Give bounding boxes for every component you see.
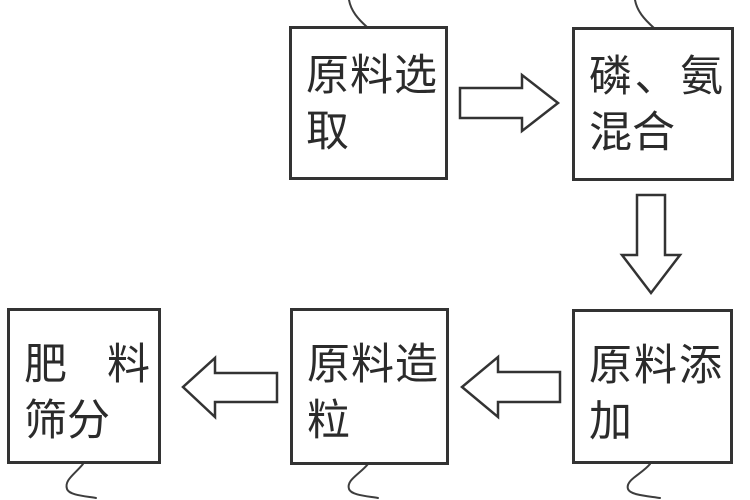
flow-box-phosphorus-ammonia-mixing-label: 磷、氨混合 [589,52,723,158]
leader-squiggle-bottom-middle [347,463,379,499]
flow-box-material-selection: 原料选取 [289,26,448,180]
leader-squiggle-bottom-left [65,463,97,499]
arrow-left-icon-left [181,355,279,420]
leader-squiggle-top-left [348,0,368,28]
flow-box-material-adding-label: 原料添加 [589,341,722,447]
flow-box-material-granulation: 原料造粒 [290,308,449,465]
leader-squiggle-top-right [634,0,655,29]
flow-box-fertilizer-screening-label: 肥料筛分 [24,340,150,446]
flow-box-material-selection-label: 原料选取 [306,51,437,157]
flow-box-phosphorus-ammonia-mixing: 磷、氨混合 [572,27,734,181]
arrow-left-icon-right [460,354,562,420]
flow-box-fertilizer-screening: 肥料筛分 [7,308,161,464]
flow-box-material-granulation-label: 原料造粒 [307,340,438,446]
arrow-right-icon [458,72,561,134]
flow-box-material-adding: 原料添加 [572,309,733,464]
arrow-down-icon [619,193,683,296]
leader-squiggle-bottom-right [626,463,661,499]
